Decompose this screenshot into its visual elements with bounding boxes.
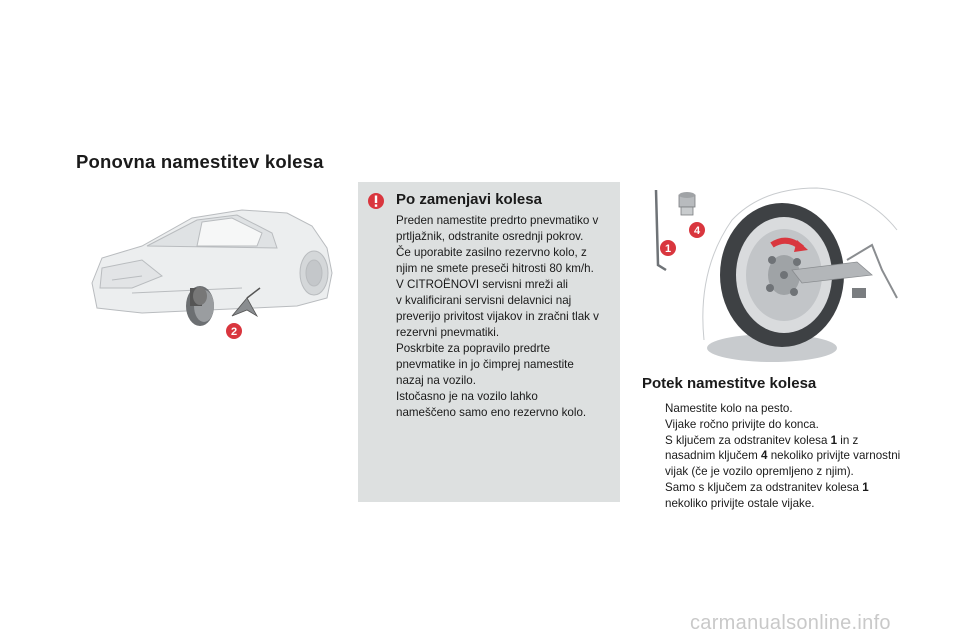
warning-line: nameščeno samo eno rezervno kolo. — [396, 406, 587, 419]
callout-4-badge: 4 — [689, 222, 705, 238]
page-title: Ponovna namestitev kolesa — [76, 151, 324, 172]
step-text: S ključem za odstranitev kolesa — [665, 433, 831, 447]
step-text: in z nasadnim ključem — [665, 433, 859, 463]
svg-text:4: 4 — [694, 225, 701, 237]
step-text: nekoliko privijte varnostni vijak (če je… — [665, 449, 901, 479]
warning-text: Preden namestite predrto pnevmatiko v pr… — [396, 213, 618, 421]
warning-line: njim ne smete preseči hitrosti 80 km/h. — [396, 262, 594, 275]
warning-line: v kvalificirani servisni delavnici naj — [396, 294, 572, 307]
step-text: Namestite kolo na pesto. — [665, 402, 793, 415]
step-text: Samo s ključem za odstranitev kolesa — [665, 480, 863, 494]
procedure-steps: Namestite kolo na pesto. Vijake ročno pr… — [642, 401, 902, 512]
callout-2-badge: 2 — [226, 323, 242, 339]
warning-title: Po zamenjavi kolesa — [396, 191, 542, 208]
list-item: Vijake ročno privijte do konca. — [642, 417, 902, 433]
wheel-bolts-illustration: 1 4 — [654, 180, 904, 362]
callout-1-badge: 1 — [660, 240, 676, 256]
warning-line: pnevmatike in jo čimprej namestite — [396, 358, 574, 371]
svg-text:1: 1 — [665, 243, 671, 255]
list-item: S ključem za odstranitev kolesa 1 in z n… — [642, 433, 902, 480]
list-item: Namestite kolo na pesto. — [642, 401, 902, 417]
warning-line: Preden namestite predrto pnevmatiko v — [396, 214, 599, 227]
step-ref-number: 4 — [761, 449, 768, 463]
warning-line: preverijo privitost vijakov in zračni tl… — [396, 310, 599, 323]
step-text: nekoliko privijte ostale vijake. — [665, 496, 815, 510]
warning-line: Poskrbite za popravilo predrte — [396, 342, 551, 355]
list-item: Samo s ključem za odstranitev kolesa 1 n… — [642, 480, 902, 512]
warning-line: rezervni pnevmatiki. — [396, 326, 500, 339]
warning-line: Istočasno je na vozilo lahko — [396, 390, 538, 403]
step-text: Vijake ročno privijte do konca. — [665, 417, 819, 431]
watermark: carmanualsonline.info — [690, 612, 891, 634]
warning-box: Po zamenjavi kolesa Preden namestite pre… — [358, 182, 620, 502]
warning-line: Če uporabite zasilno rezervno kolo, z — [396, 246, 587, 259]
car-jack-illustration: 2 — [91, 209, 333, 339]
step-ref-number: 1 — [830, 433, 838, 447]
warning-icon — [368, 193, 384, 209]
procedure-title: Potek namestitve kolesa — [642, 375, 817, 392]
step-ref-number: 1 — [862, 480, 869, 494]
warning-line: V CITROËNOVI servisni mreži ali — [396, 278, 568, 291]
svg-text:2: 2 — [231, 326, 237, 338]
warning-line: nazaj na vozilo. — [396, 374, 476, 387]
warning-line: prtljažnik, odstranite osrednji pokrov. — [396, 230, 584, 243]
